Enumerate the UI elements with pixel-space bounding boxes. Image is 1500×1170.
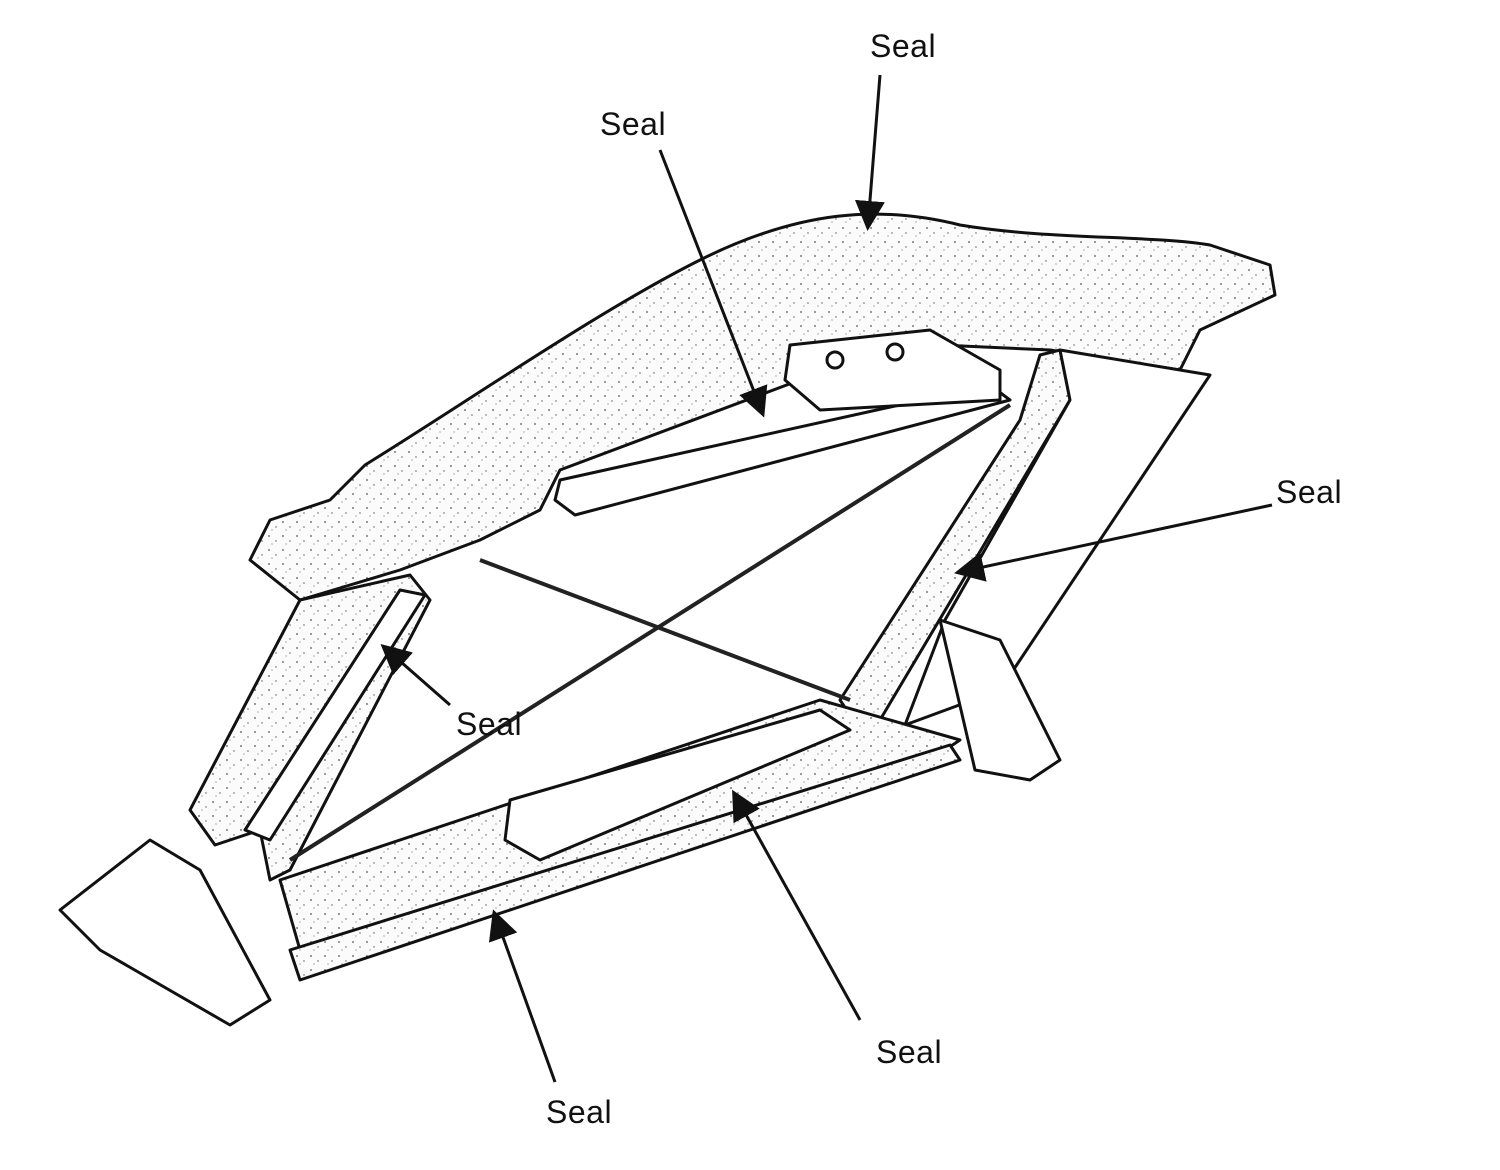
leader-arrow <box>380 644 451 707</box>
right-gusset <box>938 618 1062 782</box>
seal-label-bottom-left: Seal <box>546 1094 613 1130</box>
cross-brace <box>288 403 1012 862</box>
leader-arrow <box>488 909 557 1083</box>
leader-arrow <box>732 789 862 1021</box>
left-seal-strip <box>243 588 427 842</box>
seal-label-bottom-right: Seal <box>876 1034 943 1070</box>
cross-brace <box>479 558 851 702</box>
leader-arrow <box>954 503 1273 582</box>
seal-label-cross-bar: Seal <box>600 106 667 142</box>
seal-label-top: Seal <box>870 28 937 64</box>
top-rail <box>248 212 1277 602</box>
bottom-seal-strip <box>503 708 852 862</box>
left-gusset <box>58 838 272 1027</box>
mount-block <box>783 328 1002 412</box>
seal-label-right: Seal <box>1276 474 1343 510</box>
seal-label-left: Seal <box>456 706 523 742</box>
leader-arrow <box>854 74 885 231</box>
leader-arrow <box>658 149 768 418</box>
base-rail <box>288 743 962 982</box>
